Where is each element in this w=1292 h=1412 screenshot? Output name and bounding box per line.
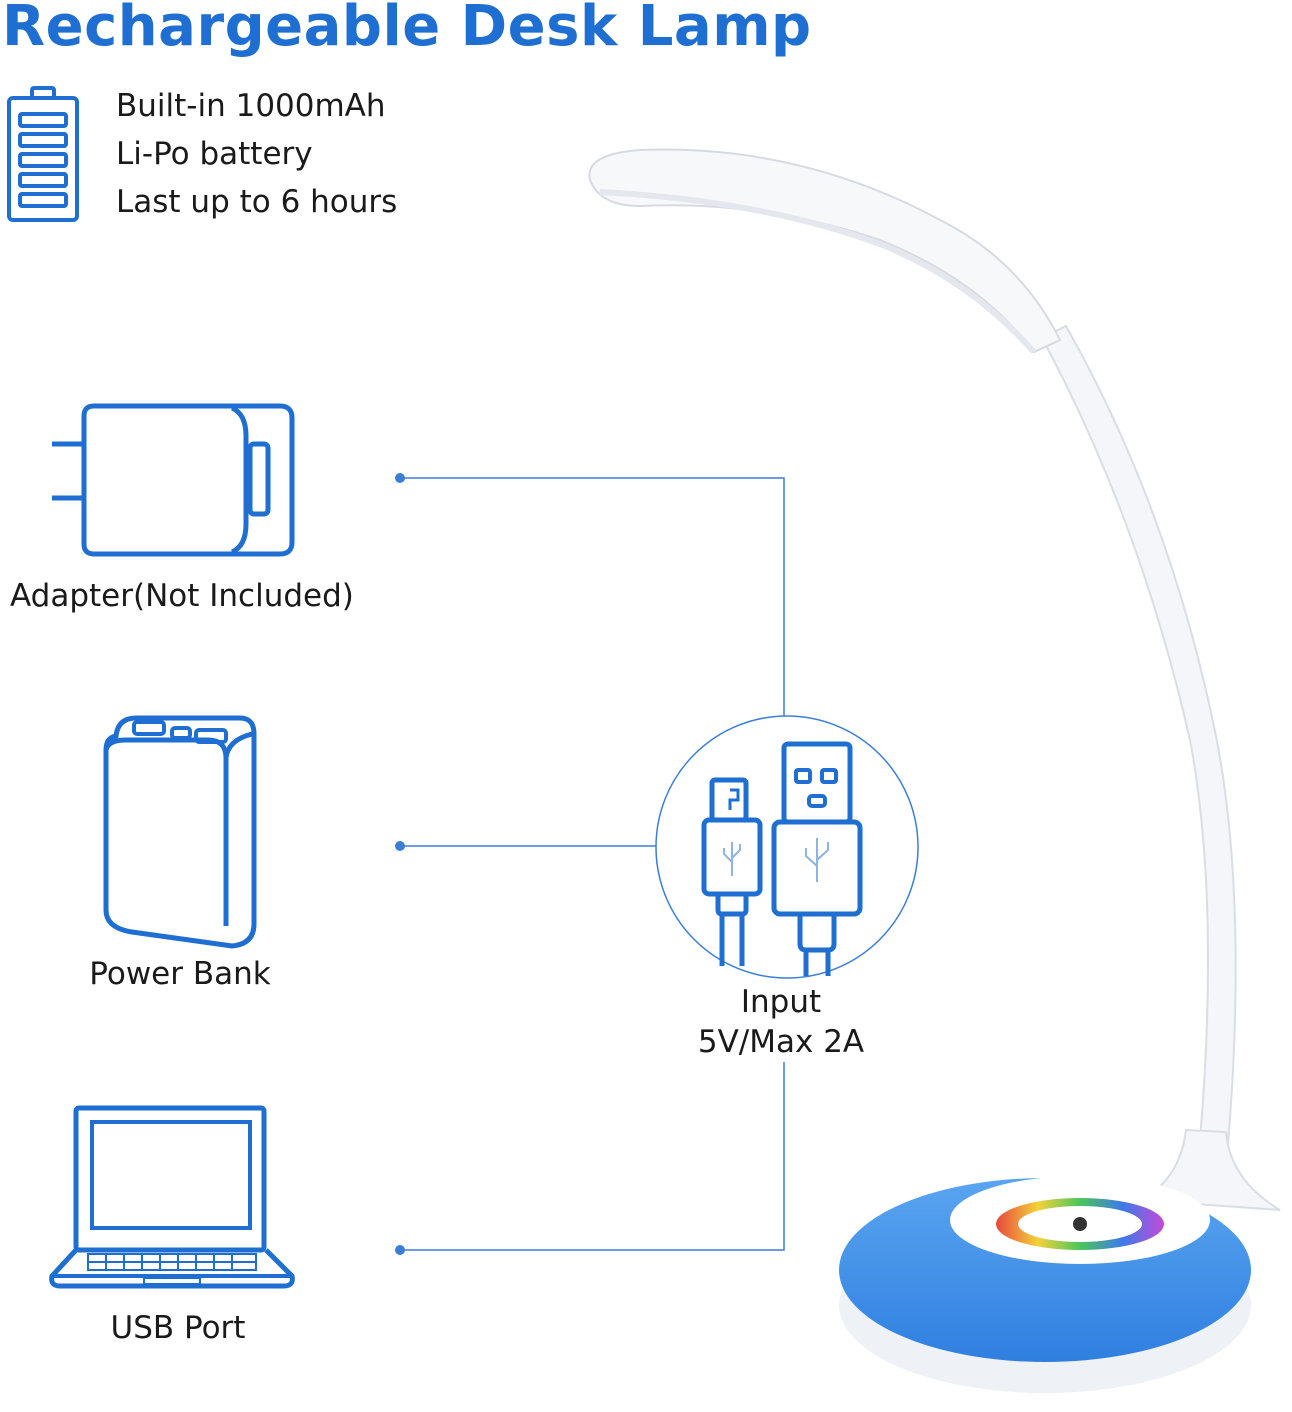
usb-port-label: USB Port — [110, 1310, 246, 1346]
battery-runtime-text: Last up to 6 hours — [116, 184, 398, 220]
battery-capacity-text: Built-in 1000mAh — [116, 88, 386, 124]
adapter-label: Adapter(Not Included) — [10, 578, 354, 614]
input-label: Input — [740, 984, 822, 1020]
page-title: Rechargeable Desk Lamp — [2, 0, 812, 59]
power-bank-label: Power Bank — [89, 956, 271, 992]
power-bank-icon — [103, 715, 257, 949]
battery-spec: Built-in 1000mAh Li-Po battery Last up t… — [116, 82, 397, 226]
input-spec: Input 5V/Max 2A — [640, 982, 922, 1062]
input-value: 5V/Max 2A — [697, 1024, 865, 1060]
battery-type-text: Li-Po battery — [116, 136, 313, 172]
wall-adapter-icon — [52, 403, 295, 557]
battery-icon — [7, 86, 79, 222]
usb-cable-icon — [655, 715, 919, 979]
laptop-icon — [49, 1105, 295, 1289]
desk-lamp-image — [588, 148, 1281, 1393]
